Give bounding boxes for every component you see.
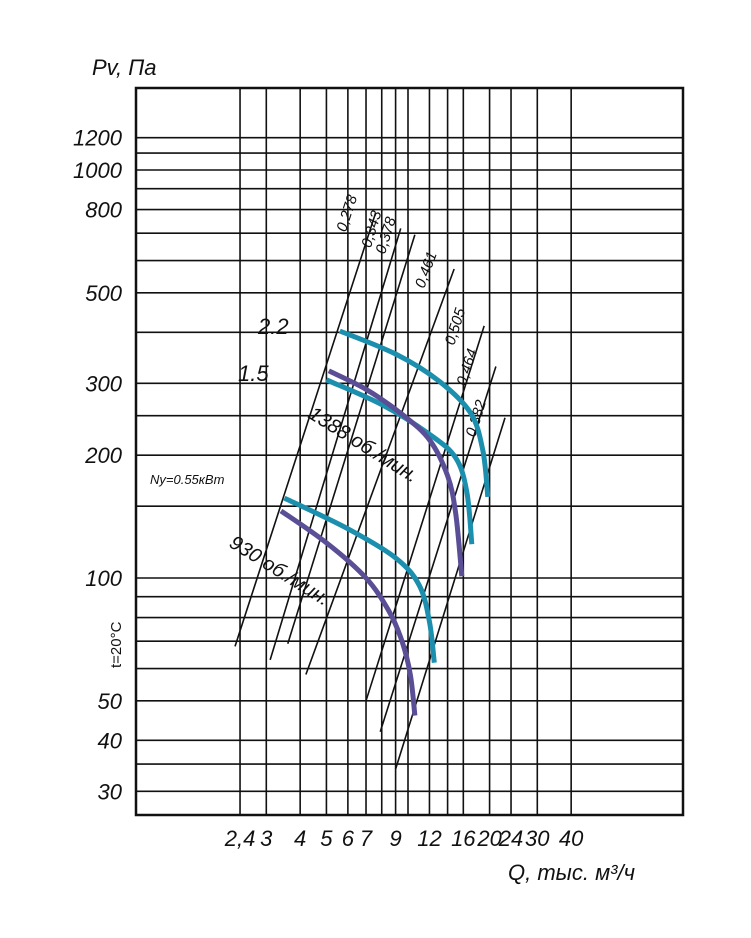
y-tick-label-40: 40 bbox=[98, 728, 123, 753]
efficiency-line-0-461 bbox=[305, 268, 455, 675]
x-axis-title: Q, тыс. м³/ч bbox=[508, 860, 635, 885]
y-tick-label-800: 800 bbox=[85, 198, 122, 223]
x-tick-label-5: 5 bbox=[320, 826, 333, 851]
x-tick-label-2-4: 2,4 bbox=[224, 826, 256, 851]
efficiency-line-0-343 bbox=[269, 228, 402, 661]
x-tick-label-7: 7 bbox=[360, 826, 373, 851]
y-tick-label-1000: 1000 bbox=[73, 158, 123, 183]
grid bbox=[136, 88, 683, 815]
x-tick-label-20: 20 bbox=[476, 826, 502, 851]
y-tick-label-200: 200 bbox=[84, 443, 122, 468]
x-tick-label-12: 12 bbox=[417, 826, 441, 851]
curves bbox=[279, 328, 491, 716]
efficiency-line-0-378 bbox=[286, 234, 416, 644]
power-label-2-2: 2.2 bbox=[257, 314, 289, 339]
curve-ny-0-55квт bbox=[283, 495, 437, 663]
plot-frame bbox=[134, 86, 685, 817]
x-tick-label-4: 4 bbox=[294, 826, 306, 851]
x-tick-label-3: 3 bbox=[260, 826, 273, 851]
y-tick-label-50: 50 bbox=[98, 689, 123, 714]
y-tick-label-100: 100 bbox=[85, 566, 122, 591]
curve-2-2 bbox=[338, 328, 491, 498]
efficiency-label-0-278: 0,278 bbox=[333, 192, 361, 234]
x-tick-label-24: 24 bbox=[498, 826, 523, 851]
efficiency-label-0-505: 0,505 bbox=[442, 306, 470, 348]
curve-930-об-мин bbox=[279, 508, 418, 716]
efficiency-label-0-464: 0,464 bbox=[453, 347, 481, 388]
y-axis-title: Pv, Па bbox=[92, 55, 156, 80]
x-tick-label-40: 40 bbox=[559, 826, 584, 851]
y-tick-label-300: 300 bbox=[85, 371, 122, 396]
power-label-1-5: 1.5 bbox=[238, 361, 269, 386]
efficiency-line-0-505 bbox=[365, 325, 485, 702]
x-tick-label-9: 9 bbox=[389, 826, 401, 851]
power-label-0-55: Ny=0.55кВт bbox=[150, 472, 225, 487]
temperature-note: t=20°C bbox=[108, 621, 125, 668]
curve-1-5 bbox=[325, 377, 475, 545]
x-tick-label-30: 30 bbox=[525, 826, 550, 851]
efficiency-line-0-278 bbox=[234, 212, 377, 647]
efficiency-label-0-461: 0,461 bbox=[412, 249, 441, 290]
x-tick-label-16: 16 bbox=[451, 826, 476, 851]
curve-1388-об-мин bbox=[327, 368, 465, 577]
y-tick-label-1200: 1200 bbox=[73, 126, 123, 151]
y-tick-label-500: 500 bbox=[85, 281, 122, 306]
x-tick-label-6: 6 bbox=[342, 826, 355, 851]
y-tick-label-30: 30 bbox=[98, 779, 123, 804]
speed-label-930: 930 об./мин. bbox=[225, 532, 333, 611]
